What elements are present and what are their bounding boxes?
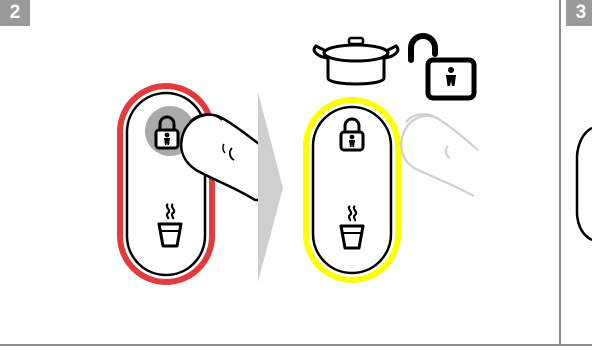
finger-ghost-icon (401, 114, 478, 196)
partial-button-outline (577, 128, 592, 240)
button-panel-highlighted (306, 100, 398, 280)
arrow-right-icon (258, 92, 283, 282)
unlock-icon (411, 36, 474, 98)
pot-icon (314, 38, 398, 84)
